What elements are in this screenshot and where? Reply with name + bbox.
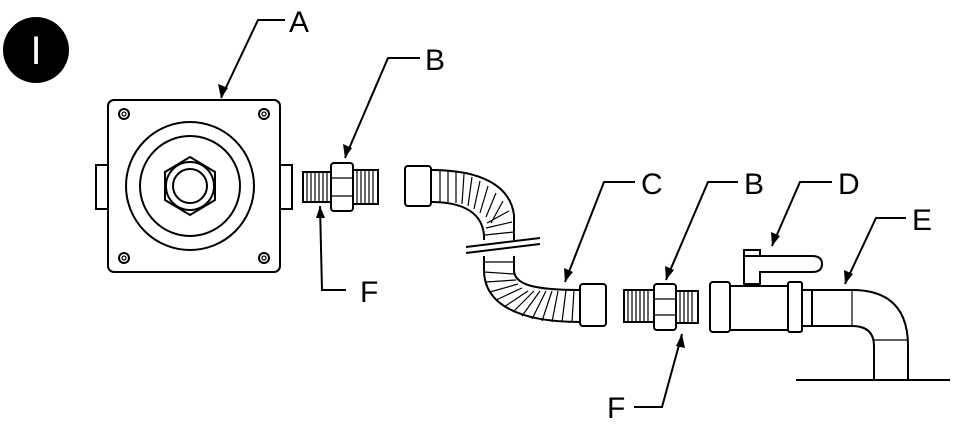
part-a-housing xyxy=(95,99,293,273)
part-e-elbow xyxy=(796,289,950,381)
part-b-fitting-1 xyxy=(302,162,379,212)
leader-lines xyxy=(218,19,906,408)
callout-f-1: F xyxy=(360,276,378,309)
callout-e: E xyxy=(912,204,932,237)
part-b-fitting-2 xyxy=(623,283,699,331)
callout-a: A xyxy=(289,6,309,39)
callout-b-1: B xyxy=(425,44,445,77)
part-c-flex-connector xyxy=(404,165,607,327)
step-badge-text: I xyxy=(30,29,41,73)
part-d-valve xyxy=(709,249,824,333)
callout-c: C xyxy=(641,168,663,201)
callout-f-2: F xyxy=(607,392,625,425)
step-badge: I xyxy=(3,17,69,83)
callout-d: D xyxy=(838,168,860,201)
callout-b-2: B xyxy=(744,168,764,201)
